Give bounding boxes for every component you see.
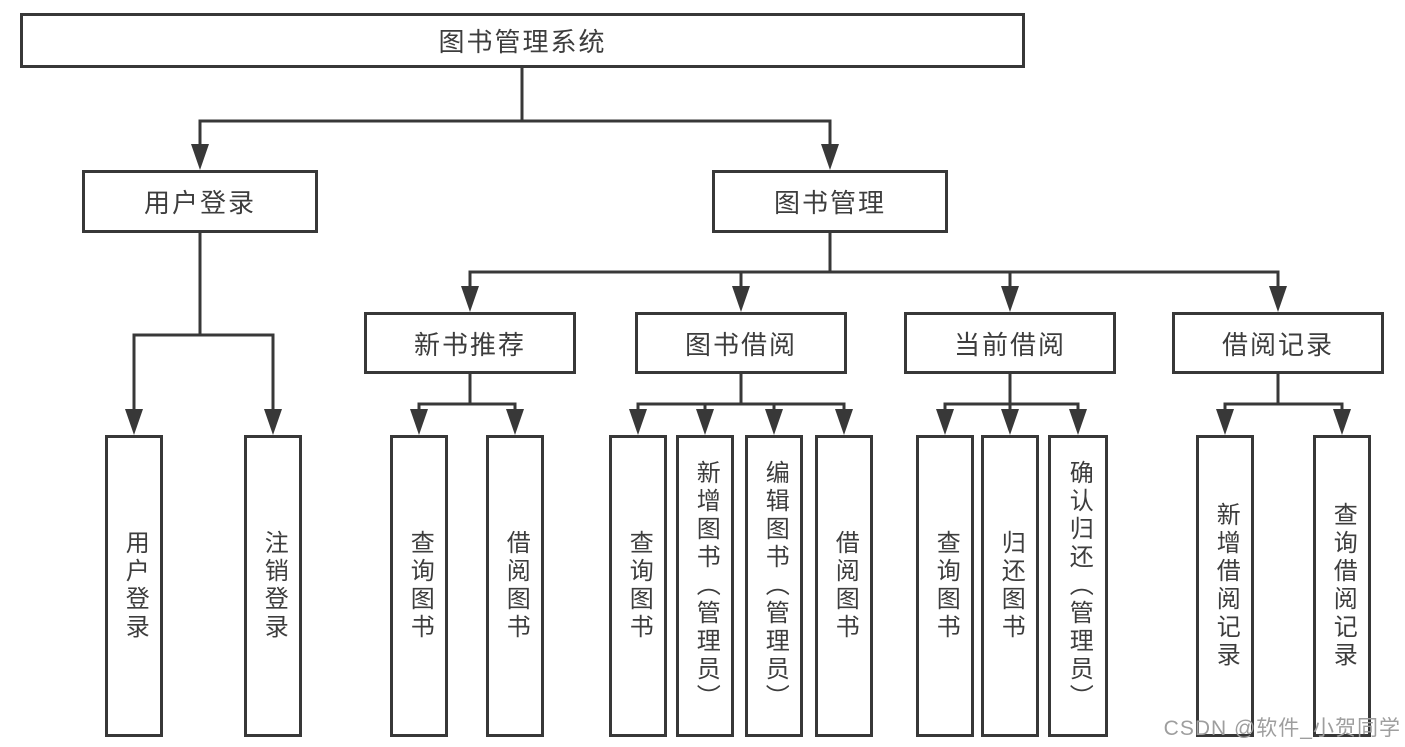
- leaf-query-books-borrow: 查询图书: [609, 435, 667, 737]
- node-label: 查询图书: [932, 530, 960, 642]
- node-new-book-recommend: 新书推荐: [364, 312, 576, 374]
- leaf-borrow-books: 借阅图书: [815, 435, 873, 737]
- node-label: 新书推荐: [413, 329, 526, 360]
- leaf-confirm-return-admin: 确认归还（管理员）: [1048, 435, 1108, 737]
- node-label: 用户登录: [143, 188, 256, 218]
- node-label: 新增借阅记录: [1212, 502, 1240, 670]
- leaf-add-borrow-record: 新增借阅记录: [1196, 435, 1254, 737]
- leaf-edit-book-admin: 编辑图书（管理员）: [745, 435, 803, 737]
- leaf-return-book: 归还图书: [981, 435, 1039, 737]
- watermark: CSDN @软件_小贺同学: [1163, 717, 1401, 740]
- leaf-query-borrow-record: 查询借阅记录: [1313, 435, 1371, 737]
- node-borrow-records: 借阅记录: [1172, 312, 1384, 374]
- node-label: 借阅记录: [1221, 329, 1334, 360]
- node-label: 图书管理: [773, 188, 886, 218]
- node-user-login: 用户登录: [82, 170, 318, 233]
- leaf-query-books-recommend: 查询图书: [390, 435, 448, 737]
- node-label: 借阅图书: [831, 530, 859, 642]
- leaf-logout: 注销登录: [244, 435, 302, 737]
- node-label: 新增图书（管理员）: [692, 460, 720, 712]
- node-root: 图书管理系统: [20, 13, 1025, 68]
- leaf-borrow-books-recommend: 借阅图书: [486, 435, 544, 737]
- node-label: 图书管理系统: [438, 27, 607, 57]
- node-label: 用户登录: [121, 530, 149, 642]
- node-label: 编辑图书（管理员）: [761, 460, 789, 712]
- node-label: 借阅图书: [502, 530, 530, 642]
- leaf-user-login: 用户登录: [105, 435, 163, 737]
- node-book-management: 图书管理: [712, 170, 948, 233]
- node-label: 查询借阅记录: [1329, 502, 1357, 670]
- node-label: 确认归还（管理员）: [1065, 460, 1093, 712]
- node-label: 查询图书: [625, 530, 653, 642]
- leaf-add-book-admin: 新增图书（管理员）: [676, 435, 734, 737]
- leaf-query-books-current: 查询图书: [916, 435, 974, 737]
- node-label: 归还图书: [997, 530, 1025, 642]
- node-label: 查询图书: [406, 530, 434, 642]
- node-label: 当前借阅: [953, 329, 1066, 360]
- node-current-borrow: 当前借阅: [904, 312, 1116, 374]
- node-book-borrow: 图书借阅: [635, 312, 847, 374]
- node-label: 注销登录: [260, 530, 288, 642]
- node-label: 图书借阅: [684, 329, 797, 360]
